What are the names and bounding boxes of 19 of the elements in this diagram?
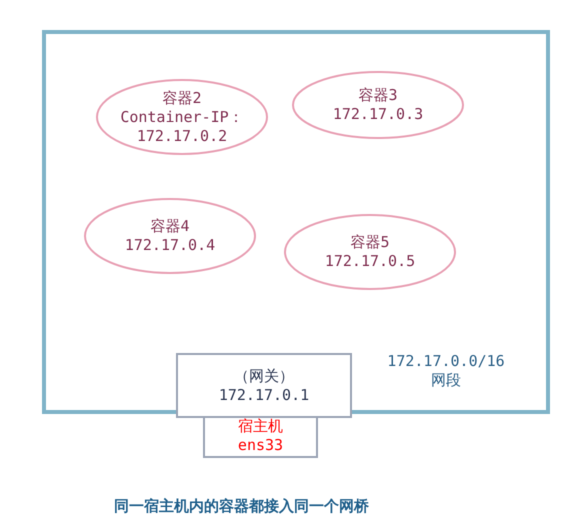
container-ellipse [96, 79, 268, 155]
node-text: Container-IP： 172.17.0.2 [119, 108, 245, 146]
container-ellipse [292, 71, 464, 139]
subnet-label: 172.17.0.0/16 网段 [386, 352, 506, 390]
gateway-box [176, 353, 352, 418]
node-title: （网关） [234, 366, 294, 386]
node-text: 172.17.0.4 [124, 236, 216, 255]
node-title: 容器5 [350, 233, 390, 252]
node-text: ens33 [238, 436, 284, 455]
node-text: 172.17.0.3 [332, 105, 424, 124]
node-text: 172.17.0.1 [218, 386, 310, 404]
node-title: 容器4 [150, 217, 190, 236]
caption: 同一宿主机内的容器都接入同一个网桥 [114, 497, 369, 516]
container-ellipse [84, 198, 256, 274]
node-title: 容器3 [358, 86, 398, 105]
node-title: 宿主机 [238, 417, 283, 436]
node-text: 172.17.0.5 [324, 252, 416, 271]
node-title: 容器2 [162, 88, 202, 108]
container-ellipse [284, 214, 456, 290]
